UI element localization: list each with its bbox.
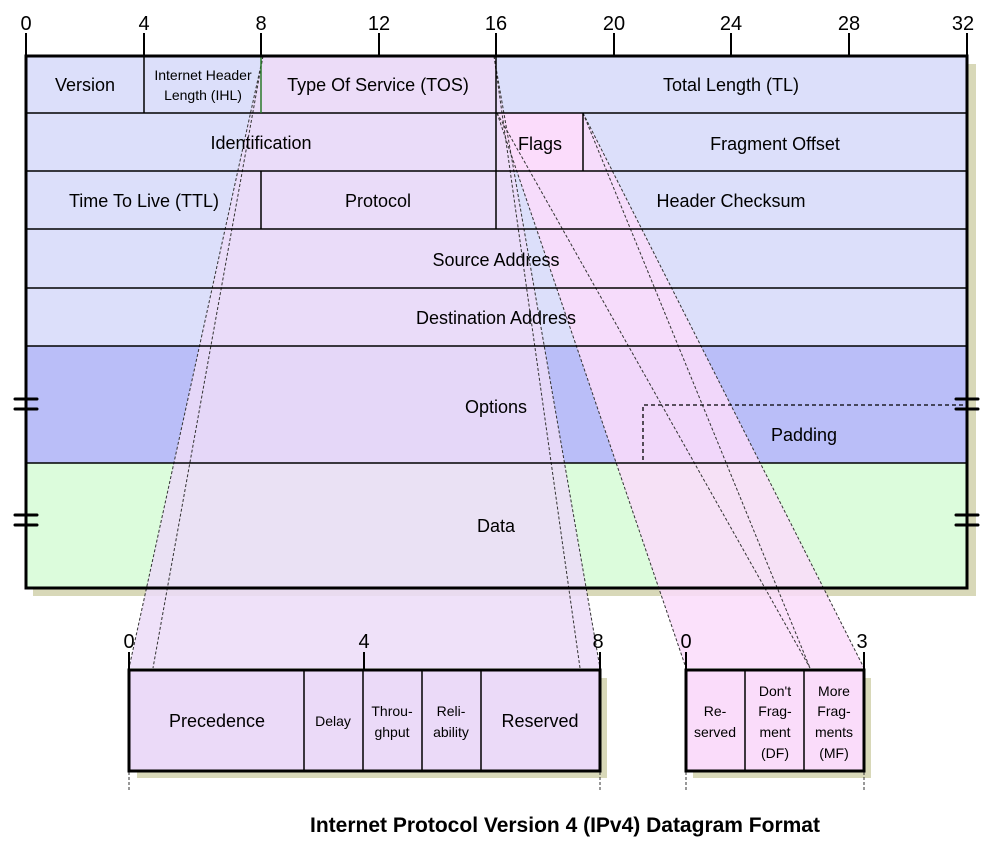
tos-throughput-line1: Throu- (371, 703, 413, 719)
tos-ruler-label: 4 (358, 631, 369, 653)
ruler-tick-label: 8 (255, 13, 266, 35)
flag-mf-line3: ments (815, 724, 853, 740)
field-destination-address: Destination Address (416, 308, 576, 328)
field-ihl-line2: Length (IHL) (164, 87, 242, 103)
flag-mf-line1: More (818, 683, 850, 699)
field-header-checksum: Header Checksum (656, 191, 805, 211)
ruler-tick-label: 12 (368, 13, 390, 35)
break-marks (13, 397, 980, 527)
ruler-tick-label: 0 (20, 13, 31, 35)
flag-df-line3: ment (759, 724, 790, 740)
field-identification: Identification (210, 133, 311, 153)
field-fragment-offset: Fragment Offset (710, 134, 840, 154)
flags-ruler-label: 0 (680, 631, 691, 653)
ruler-tick-label: 4 (138, 13, 149, 35)
tos-detail-box (127, 668, 602, 773)
flags-detail-box (684, 668, 866, 773)
field-ihl-line1: Internet Header (154, 67, 252, 83)
diagram-caption: Internet Protocol Version 4 (IPv4) Datag… (310, 814, 820, 837)
tos-reliability-line2: ability (433, 724, 469, 740)
field-options: Options (465, 397, 527, 417)
flags-ruler-label: 3 (856, 631, 867, 653)
ruler-tick-label: 24 (720, 13, 742, 35)
tos-reserved: Reserved (501, 711, 578, 731)
tos-precedence: Precedence (169, 711, 265, 731)
flag-df-line4: (DF) (761, 745, 789, 761)
flag-reserved-line1: Re- (704, 703, 727, 719)
flag-mf-line2: Frag- (817, 703, 851, 719)
tos-throughput-line2: ghput (374, 724, 409, 740)
field-data: Data (477, 516, 516, 536)
flag-df-line1: Don't (759, 683, 791, 699)
field-padding: Padding (771, 425, 837, 445)
flag-reserved-line2: served (694, 724, 736, 740)
tos-ruler-label: 0 (123, 631, 134, 653)
tos-ruler-label: 8 (592, 631, 603, 653)
field-protocol: Protocol (345, 191, 411, 211)
field-source-address: Source Address (432, 250, 559, 270)
tos-detail: 0 4 8 Precedence Delay Throu- ghput Reli… (123, 631, 604, 773)
ruler-tick-label: 16 (485, 13, 507, 35)
flags-detail: 0 3 Re- served Don't Frag- ment (DF) Mor… (680, 631, 868, 773)
funnel-edges (128, 55, 865, 790)
field-flags: Flags (518, 134, 562, 154)
field-total-length: Total Length (TL) (663, 75, 799, 95)
flag-mf-line4: (MF) (819, 745, 849, 761)
tos-reliability-line1: Reli- (437, 703, 466, 719)
ruler-tick-label: 20 (603, 13, 625, 35)
ruler-tick-label: 28 (838, 13, 860, 35)
field-version: Version (55, 75, 115, 95)
main-bit-ruler: 0 4 8 12 16 20 24 28 32 (20, 13, 974, 56)
flag-df-line2: Frag- (758, 703, 792, 719)
tos-zoom-funnel (129, 56, 600, 668)
field-tos: Type Of Service (TOS) (287, 75, 469, 95)
ruler-tick-label: 32 (952, 13, 974, 35)
tos-delay: Delay (315, 713, 351, 729)
field-separators (143, 56, 584, 229)
flags-zoom-funnel (497, 113, 864, 668)
field-ttl: Time To Live (TTL) (69, 191, 219, 211)
